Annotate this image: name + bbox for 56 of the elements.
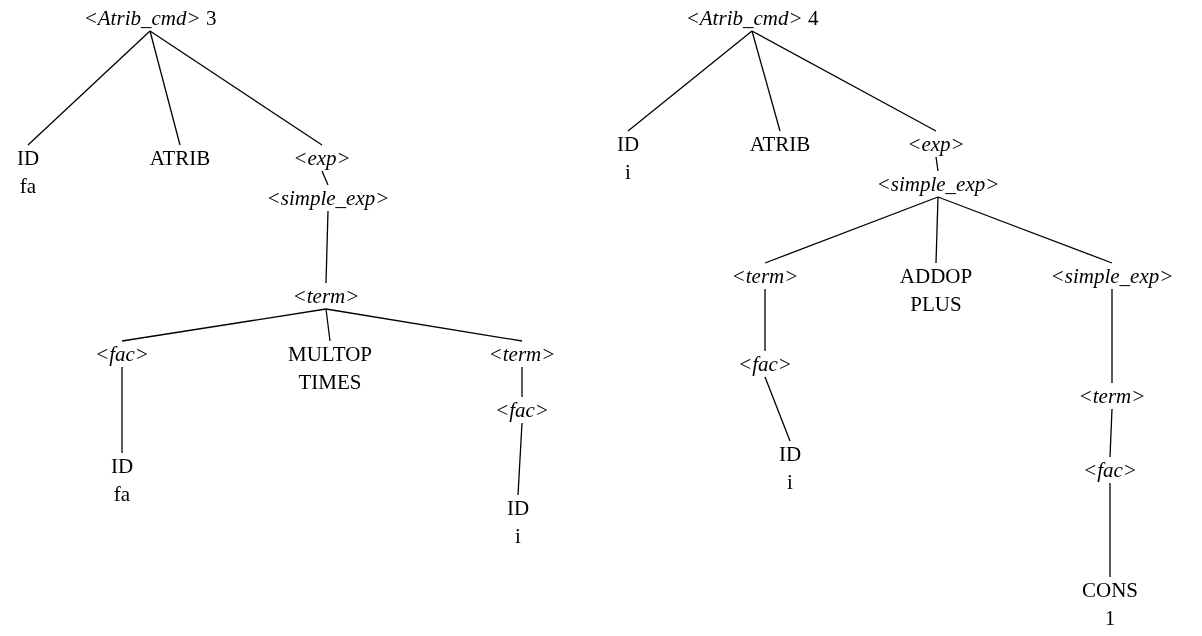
- tree-node-label: <fac>: [738, 351, 792, 378]
- tree-node-label: ATRIB: [749, 131, 811, 158]
- tree-node-label: ID: [110, 453, 134, 480]
- tree-node-label: 1: [1104, 605, 1116, 632]
- tree-node-label: MULTOP: [288, 341, 372, 368]
- tree-branch-line: [764, 376, 791, 442]
- tree-node-label: TIMES: [298, 369, 362, 396]
- tree-branch-line: [935, 196, 939, 264]
- tree-node-label: <fac>: [95, 341, 149, 368]
- tree-node-label: fa: [113, 481, 131, 508]
- tree-node-label: <exp>: [907, 131, 965, 158]
- tree-branch-line: [935, 156, 939, 172]
- tree-node-label: <exp>: [293, 145, 351, 172]
- tree-branch-line: [751, 30, 937, 132]
- tree-node-label: <simple_exp>: [1050, 263, 1174, 290]
- tree-branch-line: [325, 308, 331, 342]
- tree-node-label: <simple_exp>: [876, 171, 1000, 198]
- tree-node-label: CONS: [1082, 577, 1138, 604]
- tree-branch-line: [517, 422, 523, 496]
- tree-node-label: i: [787, 469, 793, 496]
- tree-node-label: ATRIB: [149, 145, 211, 172]
- tree-node-label: ID: [778, 441, 802, 468]
- tree-node-label: i: [515, 523, 521, 550]
- tree-branch-line: [27, 30, 151, 146]
- tree-node-label: <Atrib_cmd> 4: [685, 5, 819, 32]
- tree-branch-line: [321, 170, 329, 186]
- tree-branch-line: [1109, 482, 1111, 578]
- tree-branch-line: [121, 366, 123, 454]
- tree-branch-line: [764, 288, 766, 352]
- tree-branch-line: [325, 308, 523, 342]
- tree-branch-line: [149, 30, 323, 146]
- tree-branch-line: [937, 196, 1113, 264]
- tree-node-label: ID: [616, 131, 640, 158]
- tree-branch-line: [764, 196, 939, 264]
- tree-node-label: <fac>: [1083, 457, 1137, 484]
- tree-branch-line: [751, 30, 781, 132]
- tree-node-label: <Atrib_cmd> 3: [83, 5, 217, 32]
- tree-node-label: <term>: [731, 263, 799, 290]
- tree-branch-line: [521, 366, 523, 398]
- tree-node-label: ID: [506, 495, 530, 522]
- tree-node-label: <term>: [292, 283, 360, 310]
- tree-node-label: ID: [16, 145, 40, 172]
- tree-node-label: <fac>: [495, 397, 549, 424]
- tree-branch-line: [325, 210, 329, 284]
- tree-node-label: <term>: [1078, 383, 1146, 410]
- tree-branch-line: [1109, 408, 1113, 458]
- tree-node-label: i: [625, 159, 631, 186]
- tree-branch-line: [121, 308, 327, 342]
- tree-node-label: <term>: [488, 341, 556, 368]
- tree-node-label: PLUS: [910, 291, 962, 318]
- tree-branch-line: [149, 30, 181, 146]
- tree-node-label: <simple_exp>: [266, 185, 390, 212]
- tree-node-label: fa: [19, 173, 37, 200]
- tree-node-label: ADDOP: [899, 263, 973, 290]
- tree-branch-line: [1111, 288, 1113, 384]
- tree-branch-line: [627, 30, 753, 132]
